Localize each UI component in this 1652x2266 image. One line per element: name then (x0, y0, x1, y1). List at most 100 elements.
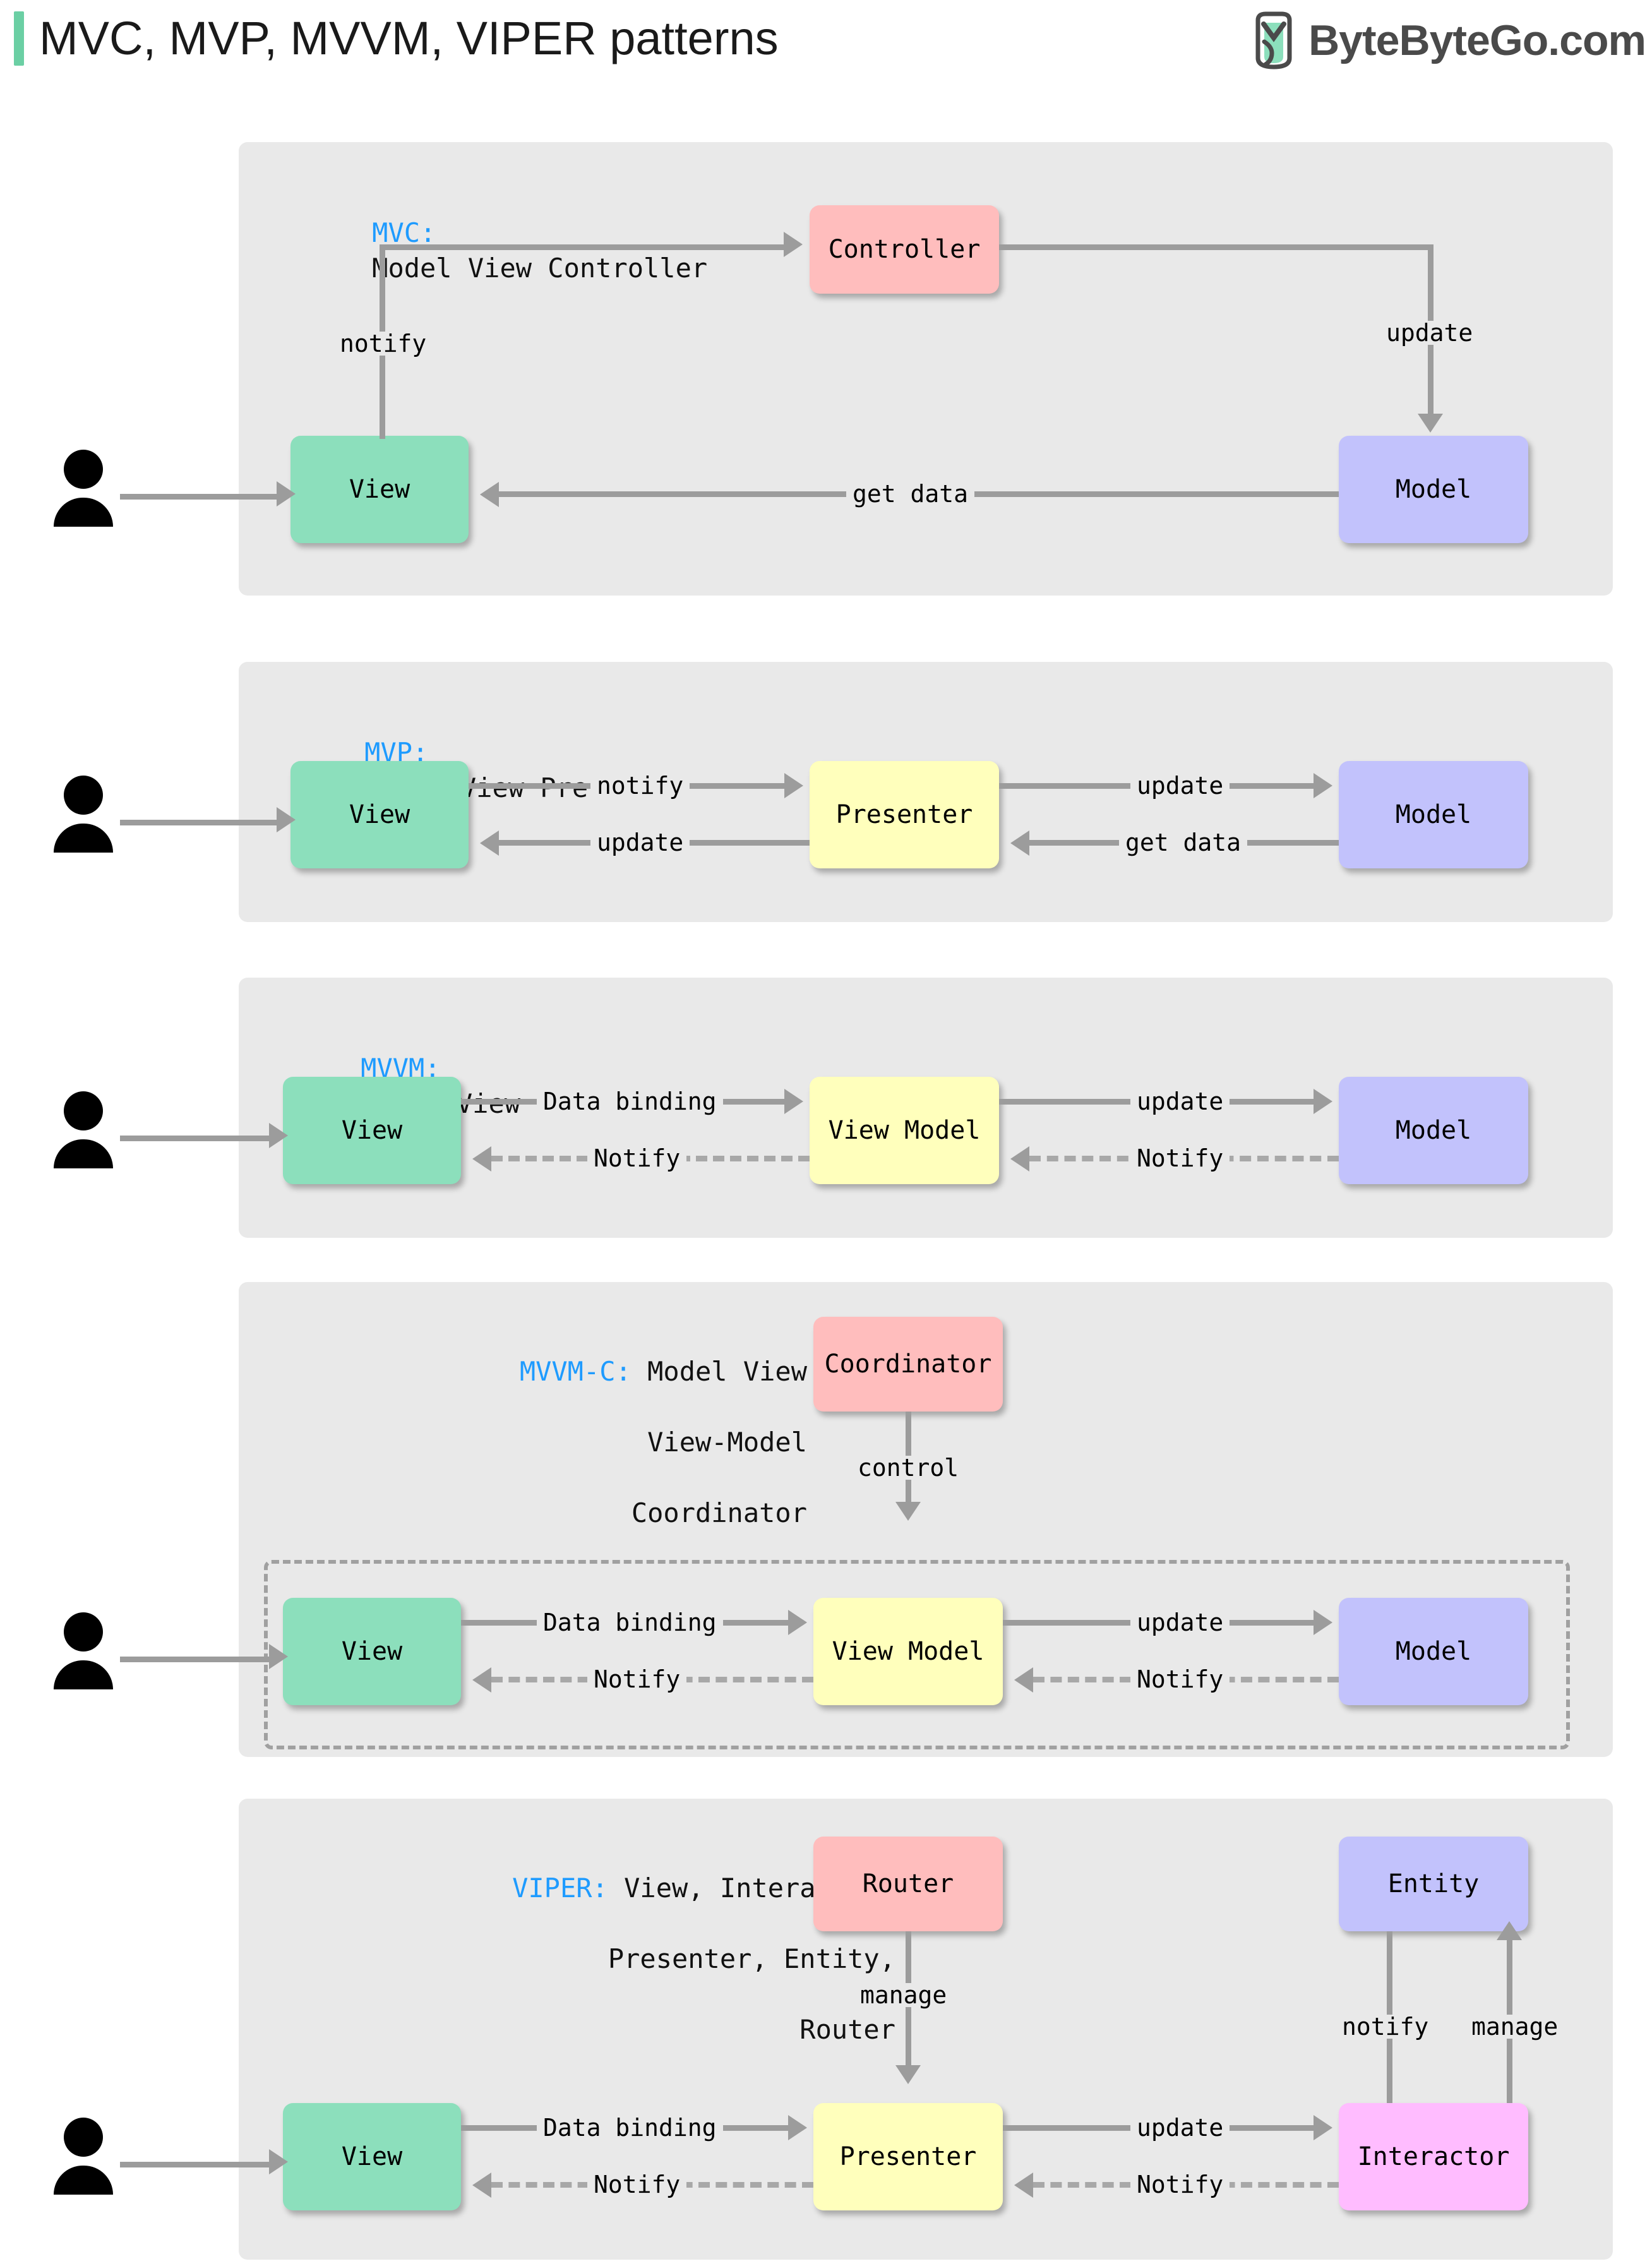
edge-label-mvc-getdata: get data (846, 482, 975, 506)
edge-mvvm-user-to-view (120, 1136, 269, 1141)
arrowhead-left (472, 2173, 491, 2198)
node-label: Model (1395, 1116, 1472, 1145)
actor-body-icon (54, 1660, 113, 1689)
edge-label-mvvmc-control: control (851, 1456, 966, 1480)
node-label: Model (1395, 800, 1472, 829)
section-expansion-mvvmc-line1: Model View (647, 1356, 807, 1387)
edge-label-viper-update: update (1130, 2116, 1230, 2140)
arrowhead-left (1010, 830, 1029, 856)
edge-label-mvp-update-view: update (590, 830, 690, 854)
edge-label-mvvm-update: update (1130, 1089, 1230, 1113)
edge-label-mvvmc-notify-view: Notify (587, 1667, 687, 1691)
node-label: View Model (832, 1637, 985, 1666)
node-label: Presenter (839, 2142, 977, 2171)
actor-body-icon (54, 1139, 113, 1168)
node-label: Entity (1387, 1869, 1480, 1898)
arrowhead-left (1010, 1146, 1029, 1172)
arrowhead-left (472, 1146, 491, 1172)
arrowhead-right (784, 773, 803, 798)
node-label: View (341, 1637, 403, 1666)
page-header: MVC, MVP, MVVM, VIPER patterns ByteByteG… (0, 0, 1652, 76)
arrowhead-right (269, 2149, 288, 2174)
edge-label-viper-notify-entity: notify (1336, 2015, 1435, 2039)
node-mvp-presenter[interactable]: Presenter (810, 761, 999, 868)
edge-label-mvp-notify: notify (590, 774, 690, 798)
node-mvvm-viewmodel[interactable]: View Model (810, 1077, 999, 1184)
node-viper-view[interactable]: View (283, 2103, 461, 2210)
node-label: Router (862, 1869, 954, 1898)
edge-label-viper-manage-interactor: manage (1465, 2015, 1565, 2039)
node-mvc-view[interactable]: View (290, 436, 469, 543)
node-mvp-model[interactable]: Model (1339, 761, 1528, 868)
node-mvvmc-coordinator[interactable]: Coordinator (813, 1317, 1003, 1412)
arrowhead-right (788, 2115, 807, 2140)
node-viper-entity[interactable]: Entity (1339, 1837, 1528, 1931)
section-expansion-viper-line2: Presenter, Entity, (608, 1943, 895, 1974)
node-mvc-controller[interactable]: Controller (810, 205, 999, 294)
arrowhead-right (277, 481, 296, 507)
edge-mvc-user-to-view (120, 494, 277, 500)
node-mvp-view[interactable]: View (290, 761, 469, 868)
edge-mvc-notify-horizontal (380, 244, 784, 250)
arrowhead-right (1314, 1089, 1332, 1114)
edge-label-viper-databinding: Data binding (537, 2116, 723, 2140)
edge-mvc-update-horizontal (999, 244, 1434, 250)
node-label: Model (1395, 1637, 1472, 1666)
node-label: Interactor (1357, 2142, 1510, 2171)
arrowhead-right (1314, 773, 1332, 798)
edge-label-mvc-update: update (1380, 321, 1480, 345)
node-viper-presenter[interactable]: Presenter (813, 2103, 1003, 2210)
actor-head-icon (64, 450, 103, 489)
node-label: View (341, 1116, 403, 1145)
edge-label-mvc-notify: notify (333, 332, 433, 356)
arrowhead-right (1314, 2115, 1332, 2140)
arrowhead-up (1497, 1921, 1522, 1940)
section-title-mvc: MVC: Model View Controller (308, 180, 707, 321)
node-mvc-model[interactable]: Model (1339, 436, 1528, 543)
arrowhead-left (472, 1667, 491, 1693)
node-viper-router[interactable]: Router (813, 1837, 1003, 1931)
node-mvvmc-view[interactable]: View (283, 1598, 461, 1705)
brand-text: ByteByteGo.com (1308, 16, 1646, 64)
section-expansion-viper-line3: Router (799, 2014, 895, 2045)
node-label: Model (1395, 475, 1472, 504)
edge-label-mvvmc-databinding: Data binding (537, 1610, 723, 1634)
actor-body-icon (54, 498, 113, 527)
node-viper-interactor[interactable]: Interactor (1339, 2103, 1528, 2210)
arrowhead-down (895, 1502, 921, 1521)
arrowhead-right (269, 1644, 288, 1669)
node-label: View (349, 800, 410, 829)
edge-mvp-user-to-view (120, 820, 277, 825)
section-expansion-mvvmc-line2: View-Model (647, 1427, 807, 1458)
node-mvvmc-model[interactable]: Model (1339, 1598, 1528, 1705)
node-mvvm-view[interactable]: View (283, 1077, 461, 1184)
edge-label-mvvm-databinding: Data binding (537, 1089, 723, 1113)
edge-label-mvvm-notify-vm: Notify (1130, 1146, 1230, 1170)
actor-mvvmc (54, 1612, 113, 1689)
arrowhead-right (784, 1089, 803, 1114)
node-label: Controller (828, 235, 981, 264)
brand: ByteByteGo.com (1250, 11, 1646, 69)
node-label: View (341, 2142, 403, 2171)
edge-mvvmc-user-to-view (120, 1657, 269, 1662)
node-label: View (349, 475, 410, 504)
arrowhead-right (277, 807, 296, 832)
edge-label-mvvmc-notify-vm: Notify (1130, 1667, 1230, 1691)
actor-head-icon (64, 2118, 103, 2157)
section-title-viper: VIPER: View, Interactor, Presenter, Enti… (264, 1835, 895, 2083)
actor-body-icon (54, 2166, 113, 2195)
page-title: MVC, MVP, MVVM, VIPER patterns (39, 12, 779, 64)
section-expansion-mvvmc-line3: Coordinator (631, 1497, 807, 1528)
edge-label-mvp-update-model: update (1130, 774, 1230, 798)
node-mvvmc-viewmodel[interactable]: View Model (813, 1598, 1003, 1705)
edge-label-mvp-getdata: get data (1119, 830, 1248, 854)
arrowhead-down (895, 2065, 921, 2084)
arrowhead-right (1314, 1610, 1332, 1635)
arrowhead-left (480, 482, 499, 507)
actor-viper (54, 2118, 113, 2195)
node-label: Coordinator (824, 1350, 992, 1379)
node-mvvm-model[interactable]: Model (1339, 1077, 1528, 1184)
section-key-viper: VIPER: (512, 1873, 625, 1903)
section-key-mvc: MVC: (372, 217, 452, 248)
actor-mvp (54, 776, 113, 853)
